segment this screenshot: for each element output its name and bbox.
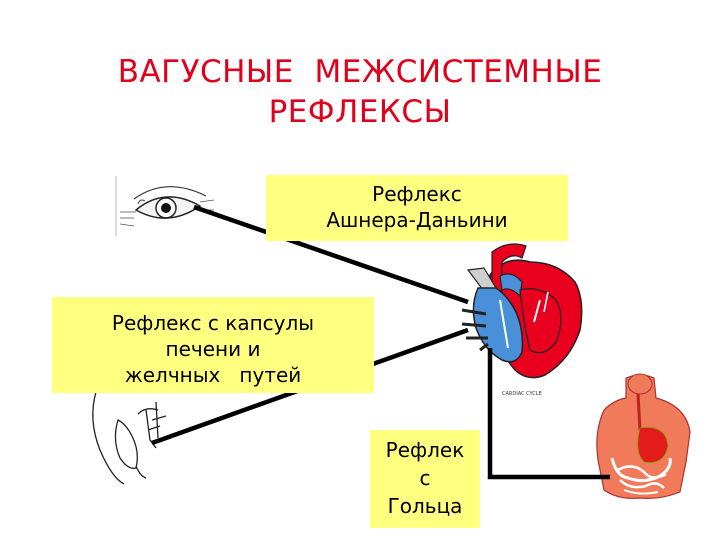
liver-line-1: Рефлекс с капсулы	[111, 311, 315, 335]
liver-illustration	[92, 383, 169, 485]
ashner-reflex-label: Рефлекс Ашнера-Даньини	[266, 175, 568, 241]
golts-line-2: с	[419, 466, 431, 490]
liver-capsule-reflex-label: Рефлекс с капсулы печени и желчных путей	[52, 297, 374, 393]
liver-line-3: желчных путей	[124, 363, 302, 387]
golts-line-3: Гольца	[387, 494, 463, 518]
slide-title: ВАГУСНЫЕ МЕЖСИСТЕМНЫЕ РЕФЛЕКСЫ	[0, 52, 720, 132]
eye-illustration	[115, 176, 215, 236]
heart-illustration: CARDIAC CYCLE	[461, 243, 583, 397]
golts-line-1: Рефлек	[385, 438, 465, 462]
title-line-1: ВАГУСНЫЕ МЕЖСИСТЕМНЫЕ	[117, 54, 603, 90]
heart-caption: CARDIAC CYCLE	[502, 391, 542, 397]
liver-line-2: печени и	[165, 337, 261, 361]
connector-eye-heart	[193, 204, 469, 305]
connector-heart-intestine	[487, 348, 610, 480]
ashner-line-2: Ашнера-Даньини	[326, 208, 508, 232]
title-line-2: РЕФЛЕКСЫ	[268, 94, 452, 130]
ashner-line-1: Рефлекс	[372, 182, 462, 206]
torso-illustration	[596, 373, 691, 499]
golts-reflex-label: Рефлек с Гольца	[370, 430, 480, 528]
